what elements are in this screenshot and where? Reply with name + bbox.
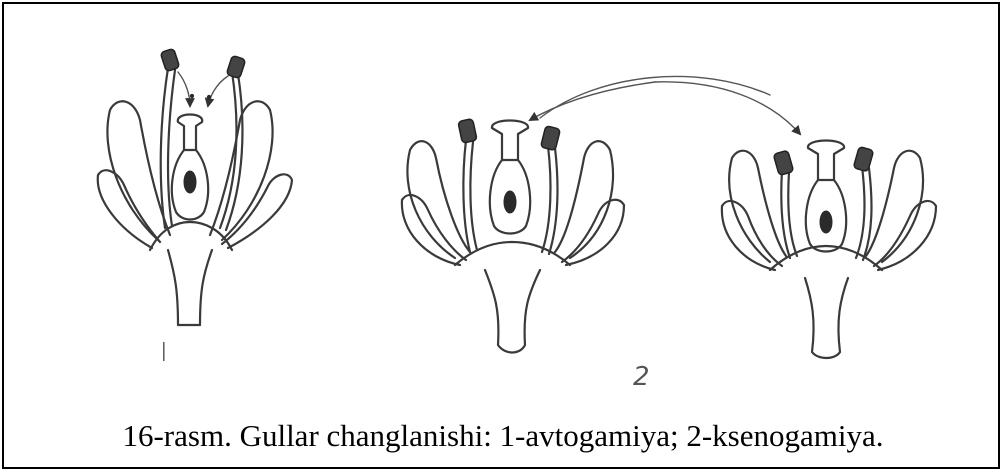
flower-xenogamy-left (402, 119, 624, 353)
flower-xenogamy-right (722, 141, 936, 359)
flower-1-self-pollination-arrow (178, 72, 190, 106)
flower-1-anther (160, 48, 179, 71)
flower-2a-ovule (504, 191, 516, 213)
flower-1-stamen (161, 68, 168, 228)
flower-2b-anther (773, 150, 793, 175)
flower-2b-anther (853, 146, 873, 171)
flower-1-petal (210, 101, 273, 240)
figure-label-1: I (160, 338, 168, 368)
flower-autogamy (98, 48, 292, 325)
flower-2b-ovule (820, 211, 832, 233)
flower-1-anther (226, 55, 245, 78)
flower-2b-pedicel (805, 278, 848, 358)
flower-2a-pedicel (485, 270, 540, 353)
cross-pollination-arrow-to-left (530, 82, 655, 120)
flower-1-stigma (178, 115, 202, 151)
pollination-illustration (0, 0, 1006, 400)
flower-2a-stamen (470, 142, 477, 250)
flower-2b-petal (722, 201, 782, 270)
flower-2b-stigma (808, 141, 844, 181)
figure-label-2: 2 (633, 362, 650, 392)
flower-2a-receptacle (455, 242, 570, 265)
flower-2a-stigma (492, 121, 528, 161)
flower-2b-stamen (856, 166, 864, 258)
flower-1-self-pollination-arrow (208, 76, 228, 106)
flower-1-petal (98, 170, 160, 248)
figure-caption: 16-rasm. Gullar changlanishi: 1-avtogami… (0, 418, 1006, 454)
flower-2a-anther (541, 126, 561, 151)
flower-2a-stamen (463, 140, 470, 252)
flower-1-ovule (184, 171, 196, 193)
flower-2b-stamen (788, 172, 797, 256)
flower-2a-stamen (542, 146, 550, 252)
flower-2a-anther (458, 119, 477, 144)
cross-pollination-arrow-to-right (655, 82, 800, 134)
flower-1-pedicel (168, 250, 212, 325)
